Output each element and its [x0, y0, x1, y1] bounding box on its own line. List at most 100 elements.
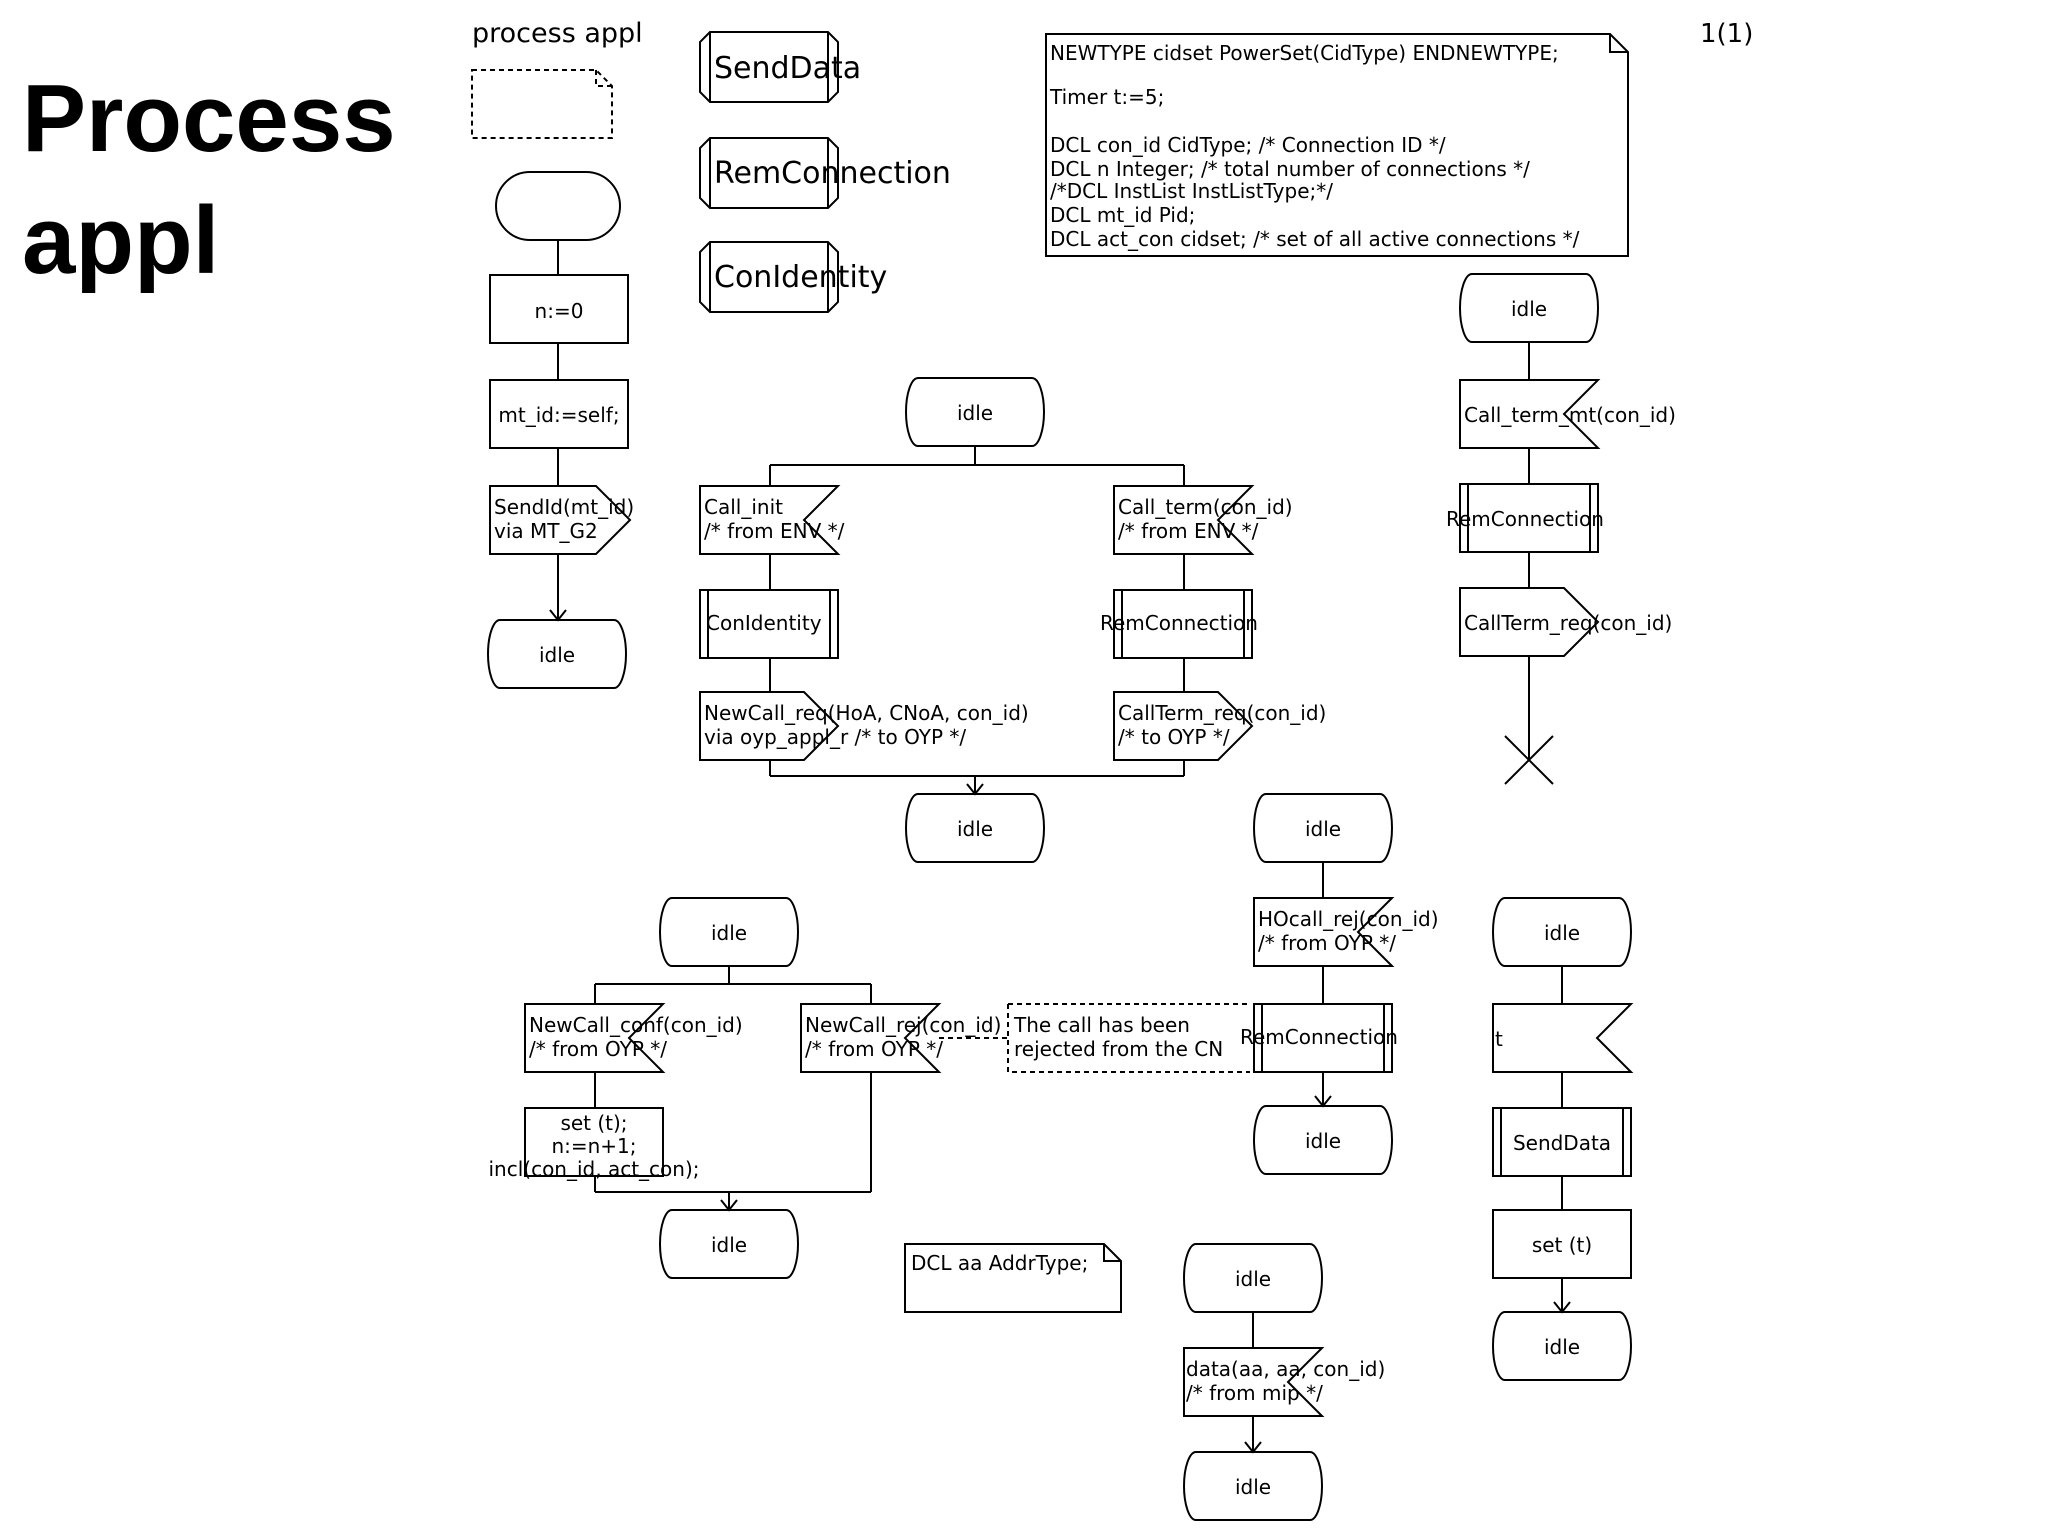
output-label: CallTerm_req(con_id): [1464, 611, 1672, 635]
input-label: NewCall_rej(con_id): [805, 1013, 1001, 1037]
idle-center-branch: idle Call_init /* from ENV */ ConIdentit…: [699, 377, 1326, 863]
state-label: idle: [1305, 1129, 1341, 1153]
output-label: SendId(mt_id): [494, 495, 634, 519]
call-label: RemConnection: [1240, 1025, 1398, 1049]
procedure-ref-remconnection: RemConnection: [699, 137, 951, 209]
slide-title: Process appl: [22, 58, 462, 302]
declaration-line: DCL con_id CidType; /* Connection ID */: [1050, 133, 1446, 157]
input-signal: [1459, 379, 1601, 449]
declaration-line: DCL n Integer; /* total number of connec…: [1050, 157, 1530, 181]
procedure-ref-senddata: SendData: [699, 31, 861, 103]
state-symbol: [487, 619, 627, 689]
input-signal: [524, 1003, 666, 1073]
output-signal: [1113, 691, 1254, 761]
state-symbol: [1459, 273, 1599, 343]
state-label: idle: [1544, 921, 1580, 945]
comment-rejected: The call has been rejected from the CN: [939, 1003, 1250, 1073]
input-label: /* from OYP */: [1258, 931, 1396, 955]
idle-data-branch: idle data(aa, aa, con_id) /* from mip */…: [1183, 1243, 1385, 1521]
task-label: set (t);: [560, 1111, 627, 1135]
output-label: via MT_G2: [494, 519, 598, 543]
task-label: mt_id:=self;: [498, 403, 619, 427]
start-branch: n:=0 mt_id:=self; SendId(mt_id) via MT_G…: [471, 69, 634, 689]
declaration-line: Timer t:=5;: [1049, 85, 1164, 109]
procedure-ref-label: ConIdentity: [714, 260, 887, 295]
state-symbol: [905, 377, 1045, 447]
input-label: NewCall_conf(con_id): [529, 1013, 743, 1037]
idle-hocall-branch: idle HOcall_rej(con_id) /* from OYP */ R…: [1240, 793, 1439, 1175]
procedure-ref-conidentity: ConIdentity: [699, 241, 887, 313]
state-symbol: [1253, 793, 1393, 863]
input-label: /* from OYP */: [529, 1037, 667, 1061]
idle-timer-branch: idle t SendData set (t) idle: [1492, 897, 1634, 1381]
state-label: idle: [711, 921, 747, 945]
frame-label: process appl: [472, 18, 643, 49]
call-label: ConIdentity: [706, 611, 822, 635]
comment-line: rejected from the CN: [1014, 1037, 1223, 1061]
state-symbol: [1183, 1451, 1323, 1521]
declaration-aa-box: DCL aa AddrType;: [904, 1243, 1122, 1313]
output-signal: [489, 485, 632, 555]
declaration-line: DCL aa AddrType;: [911, 1251, 1088, 1275]
state-label: idle: [1235, 1267, 1271, 1291]
output-signal: [1459, 587, 1600, 657]
call-label: RemConnection: [1100, 611, 1258, 635]
declarations-box: NEWTYPE cidset PowerSet(CidType) ENDNEWT…: [1045, 33, 1629, 257]
page-number: 1(1): [1700, 19, 1753, 49]
state-symbol: [1492, 1311, 1632, 1381]
state-symbol: [1492, 897, 1632, 967]
state-symbol: [1183, 1243, 1323, 1313]
state-symbol: [1253, 1105, 1393, 1175]
input-signal: [1183, 1347, 1325, 1417]
input-signal: [1253, 897, 1395, 967]
comment-line: The call has been: [1013, 1013, 1190, 1037]
task-label: n:=0: [535, 299, 584, 323]
call-label: SendData: [1513, 1131, 1611, 1155]
procedure-ref-label: SendData: [714, 51, 861, 86]
state-label: idle: [1511, 297, 1547, 321]
input-label: t: [1495, 1027, 1503, 1051]
state-label: idle: [1544, 1335, 1580, 1359]
input-signal: [1113, 485, 1255, 555]
output-label: NewCall_req(HoA, CNoA, con_id): [704, 701, 1029, 725]
input-signal: [699, 485, 841, 555]
idle-conf-branch: idle NewCall_conf(con_id) /* from OYP */…: [488, 897, 1001, 1279]
state-label: idle: [539, 643, 575, 667]
output-label: via oyp_appl_r /* to OYP */: [704, 725, 966, 749]
declaration-line: DCL act_con cidset; /* set of all active…: [1050, 227, 1580, 251]
output-label: CallTerm_req(con_id): [1118, 701, 1326, 725]
state-label: idle: [957, 401, 993, 425]
stop-symbol: [1504, 735, 1554, 785]
input-label: data(aa, aa, con_id): [1186, 1357, 1385, 1381]
state-label: idle: [1235, 1475, 1271, 1499]
input-label: Call_term(con_id): [1118, 495, 1293, 519]
state-label: idle: [957, 817, 993, 841]
input-label: HOcall_rej(con_id): [1258, 907, 1439, 931]
output-label: /* to OYP */: [1118, 725, 1230, 749]
task-label: n:=n+1;: [551, 1134, 636, 1158]
input-label: /* from OYP */: [805, 1037, 943, 1061]
state-label: idle: [1305, 817, 1341, 841]
task-label: set (t): [1532, 1233, 1592, 1257]
input-signal: [800, 1003, 942, 1073]
state-symbol: [659, 1209, 799, 1279]
state-symbol: [659, 897, 799, 967]
start-symbol: [495, 171, 621, 241]
state-symbol: [905, 793, 1045, 863]
input-label: Call_init: [704, 495, 783, 519]
input-label: /* from mip */: [1186, 1381, 1323, 1405]
declaration-line: /*DCL InstList InstListType;*/: [1050, 179, 1333, 203]
output-signal: [699, 691, 840, 761]
input-signal: [1492, 1003, 1634, 1073]
input-label: /* from ENV */: [1118, 519, 1259, 543]
declaration-line: NEWTYPE cidset PowerSet(CidType) ENDNEWT…: [1050, 41, 1559, 65]
idle-top-right-branch: idle Call_term_mt(con_id) RemConnection …: [1446, 273, 1676, 785]
declaration-line: DCL mt_id Pid;: [1050, 203, 1195, 227]
slide-title-line1: Process: [22, 65, 396, 172]
procedure-ref-label: RemConnection: [714, 156, 951, 191]
call-label: RemConnection: [1446, 507, 1604, 531]
input-label: /* from ENV */: [704, 519, 845, 543]
input-label: Call_term_mt(con_id): [1464, 403, 1676, 427]
slide-title-line2: appl: [22, 187, 220, 294]
